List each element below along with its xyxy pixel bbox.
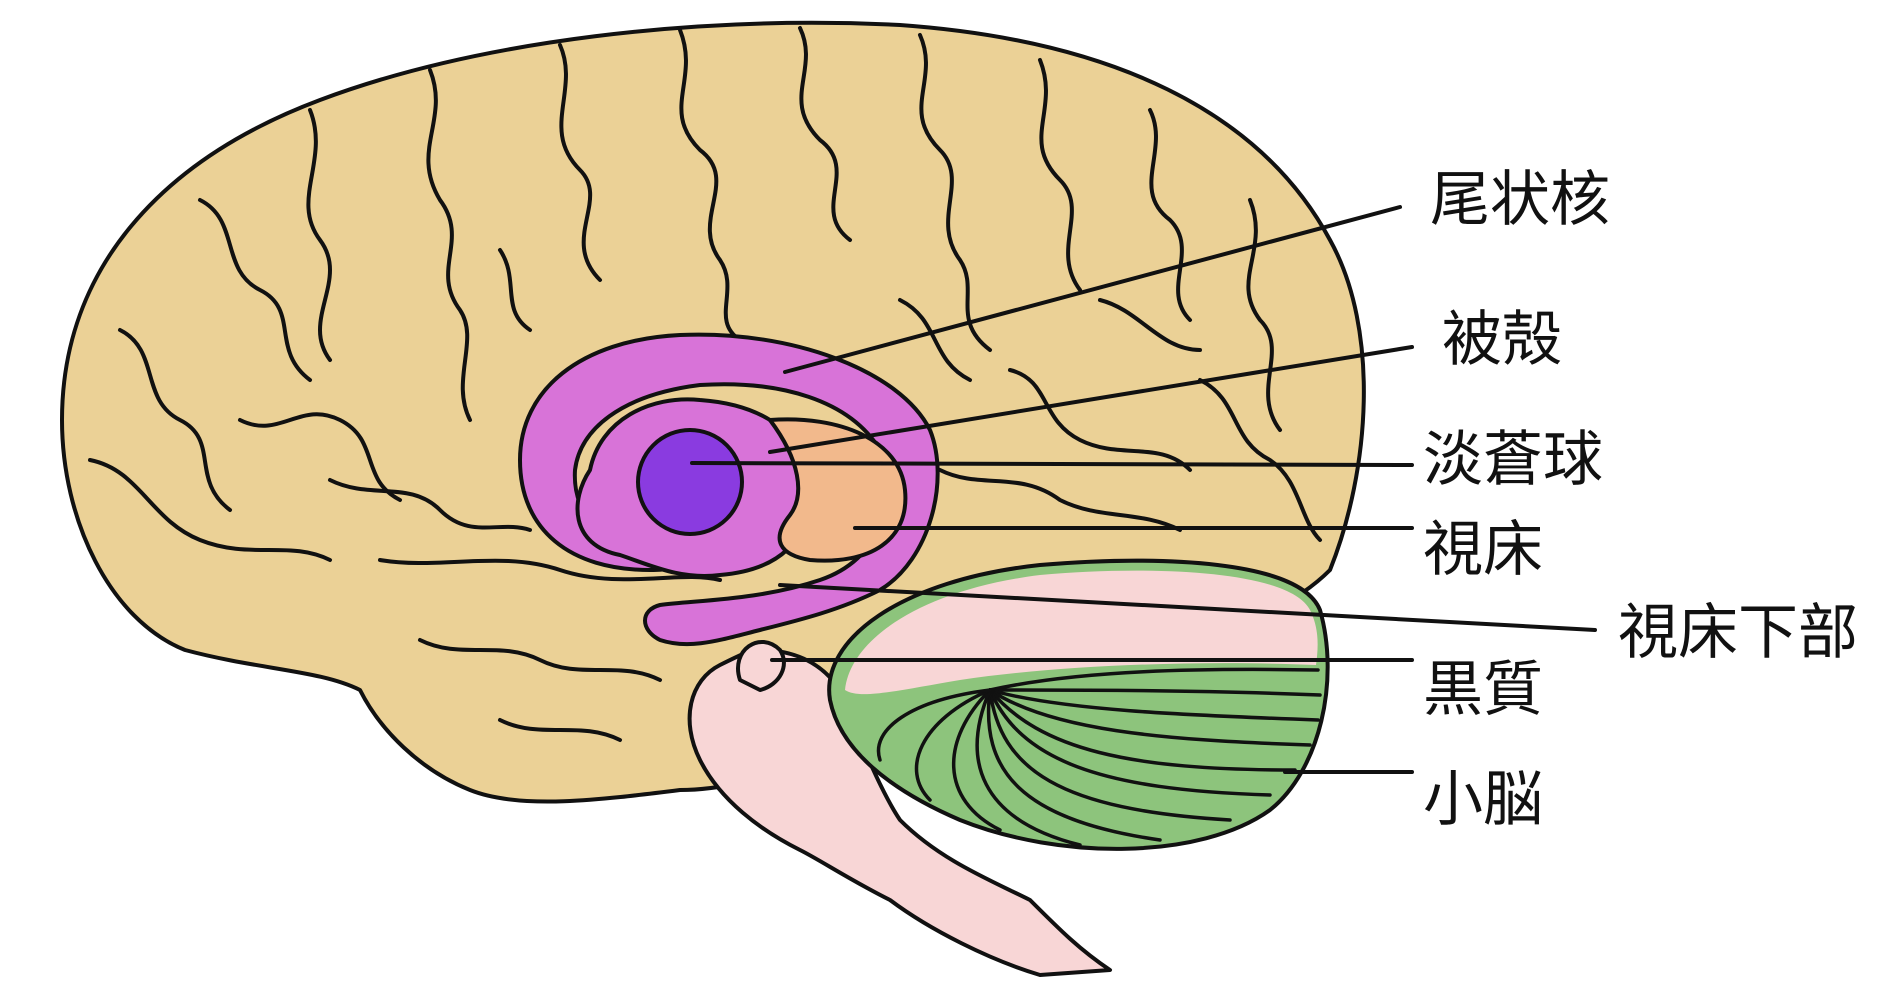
leader-hypothalamus — [778, 583, 1597, 632]
label-thalamus: 視床 — [1423, 515, 1543, 585]
leader-putamen — [768, 345, 1414, 454]
leader-lines — [690, 205, 1597, 774]
leader-caudate — [783, 205, 1402, 374]
label-globus-pallidus: 淡蒼球 — [1423, 425, 1603, 495]
label-hypothalamus: 視床下部 — [1618, 598, 1858, 668]
thalamus — [768, 417, 908, 563]
label-caudate: 尾状核 — [1430, 165, 1610, 235]
label-substantia-nigra: 黒質 — [1423, 655, 1543, 725]
cerebellum-top-band — [845, 570, 1318, 695]
globus-pallidus — [636, 428, 744, 536]
label-cerebellum: 小脳 — [1423, 765, 1543, 835]
cerebellum-folia — [876, 667, 1322, 847]
label-putamen: 被殻 — [1442, 305, 1562, 375]
sulci-lines — [88, 26, 1322, 742]
brainstem — [687, 648, 1112, 977]
caudate-nucleus — [518, 332, 940, 647]
leader-globus-pallidus — [690, 461, 1414, 467]
substantia-nigra — [736, 639, 786, 692]
